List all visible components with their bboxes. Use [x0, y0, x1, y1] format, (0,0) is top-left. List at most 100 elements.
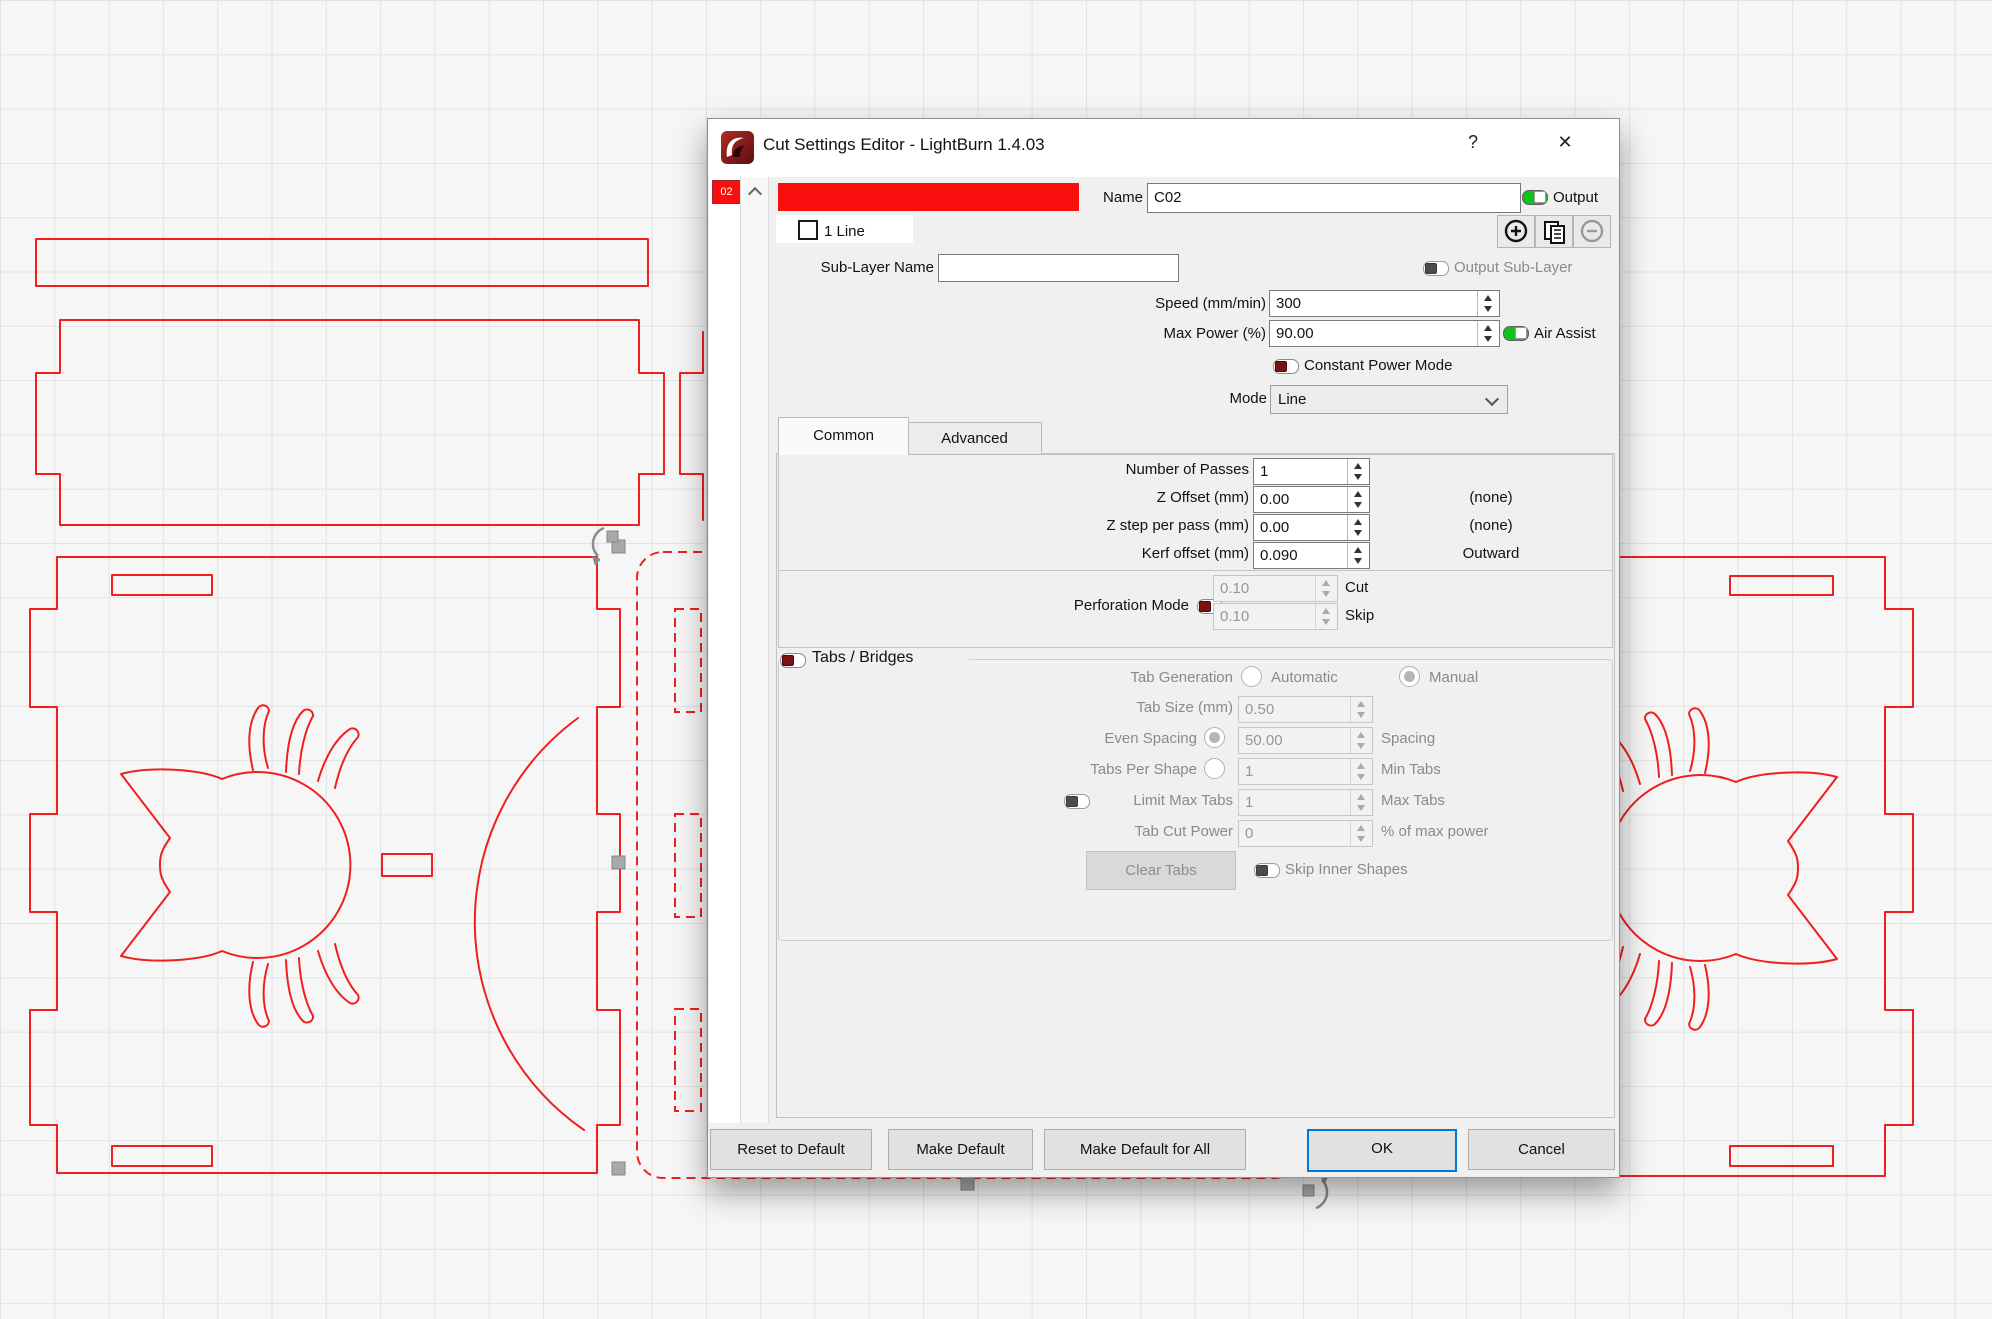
tab-generation-manual-radio[interactable]: [1399, 666, 1420, 687]
selection-slot-2: [674, 813, 702, 918]
name-input[interactable]: C02: [1147, 183, 1521, 213]
add-sublayer-button[interactable]: [1497, 215, 1535, 248]
copy-icon: [1544, 221, 1565, 244]
layer-color-bar[interactable]: [778, 183, 1079, 211]
spinner-arrows[interactable]: [1315, 604, 1337, 629]
help-button[interactable]: ?: [1467, 132, 1478, 152]
constant-power-label: Constant Power Mode: [1304, 357, 1453, 374]
plus-circle-icon: [1504, 219, 1528, 243]
air-assist-label: Air Assist: [1534, 325, 1596, 342]
remove-sublayer-button[interactable]: [1573, 215, 1611, 248]
spinner-arrows[interactable]: [1477, 321, 1499, 346]
reset-to-default-button[interactable]: Reset to Default: [710, 1129, 872, 1170]
sublayer-name-input[interactable]: [938, 254, 1179, 282]
rotate-handle-square-top: [606, 530, 619, 543]
perforation-cut-label: Cut: [1345, 579, 1369, 596]
speed-input[interactable]: 300: [1269, 290, 1500, 317]
perforation-skip-input[interactable]: 0.10: [1213, 603, 1338, 630]
selection-handle-mid-left: [611, 855, 626, 870]
selection-handle-bottom-mid: [960, 1176, 975, 1191]
tabs-bridges-toggle[interactable]: [780, 653, 806, 668]
sublayer-name-label: Sub-Layer Name: [820, 259, 934, 276]
layer-list-panel: [709, 177, 740, 1123]
cut-shape-side-panel-top: [35, 319, 665, 526]
layer-swatch-02[interactable]: 02: [712, 180, 741, 204]
limit-max-tabs-label: Limit Max Tabs: [1133, 792, 1233, 809]
circle-cutout-arc: [473, 717, 585, 1131]
chevron-down-icon: [1484, 391, 1500, 407]
manual-label: Manual: [1429, 669, 1479, 686]
make-default-button[interactable]: Make Default: [888, 1129, 1033, 1170]
selection-handles: [606, 530, 1315, 1197]
cat-face-cutout-left: [120, 768, 352, 962]
spinner-arrows[interactable]: [1347, 543, 1369, 568]
tab-cut-power-label: Tab Cut Power: [1134, 823, 1233, 840]
skip-inner-shapes-toggle[interactable]: [1254, 863, 1280, 878]
air-assist-toggle[interactable]: [1503, 326, 1529, 341]
z-offset-input[interactable]: 0.00: [1253, 486, 1370, 513]
spinner-arrows[interactable]: [1477, 291, 1499, 316]
mode-dropdown[interactable]: Line: [1270, 385, 1508, 414]
constant-power-toggle[interactable]: [1273, 359, 1299, 374]
spinner-arrows[interactable]: [1350, 697, 1372, 722]
z-offset-label: Z Offset (mm): [1156, 489, 1249, 506]
spacing-input[interactable]: 50.00: [1238, 727, 1373, 754]
output-sublayer-toggle[interactable]: [1423, 261, 1449, 276]
selection-slot-3: [674, 1008, 702, 1112]
duplicate-sublayer-button[interactable]: [1535, 215, 1573, 248]
dialog-title-bar[interactable]: Cut Settings Editor - LightBurn 1.4.03 ?…: [708, 119, 1619, 177]
close-button[interactable]: ✕: [1557, 132, 1573, 152]
max-tabs-input[interactable]: 1: [1238, 789, 1373, 816]
min-tabs-input[interactable]: 1: [1238, 758, 1373, 785]
spinner-arrows[interactable]: [1347, 515, 1369, 540]
tab-advanced[interactable]: Advanced: [907, 422, 1042, 455]
perforation-cut-input[interactable]: 0.10: [1213, 575, 1338, 602]
passes-input[interactable]: 1: [1253, 458, 1370, 485]
cat-face-cutout-right: [1606, 771, 1838, 965]
z-offset-note: (none): [1469, 489, 1513, 506]
tab-common[interactable]: Common: [778, 417, 909, 455]
output-sublayer-label: Output Sub-Layer: [1454, 259, 1573, 276]
kerf-input[interactable]: 0.090: [1253, 542, 1370, 569]
spinner-arrows[interactable]: [1315, 576, 1337, 601]
z-step-label: Z step per pass (mm): [1106, 517, 1249, 534]
even-spacing-radio[interactable]: [1204, 727, 1225, 748]
cancel-button[interactable]: Cancel: [1468, 1129, 1615, 1170]
spinner-arrows[interactable]: [1347, 459, 1369, 484]
clear-tabs-button[interactable]: Clear Tabs: [1086, 851, 1236, 890]
tabs-per-shape-radio[interactable]: [1204, 758, 1225, 779]
max-power-input[interactable]: 90.00: [1269, 320, 1500, 347]
output-toggle[interactable]: [1522, 190, 1548, 205]
z-step-input[interactable]: 0.00: [1253, 514, 1370, 541]
sublayer-checkbox[interactable]: [798, 220, 818, 240]
perforation-skip-label: Skip: [1345, 607, 1375, 624]
cat-whiskers-left-top: [248, 704, 360, 789]
layer-list-scrollbar[interactable]: [740, 177, 769, 1156]
sublayer-list[interactable]: 1 Line: [776, 215, 913, 243]
perforation-label: Perforation Mode: [1073, 597, 1189, 614]
make-default-for-all-button[interactable]: Make Default for All: [1044, 1129, 1246, 1170]
min-tabs-suffix: Min Tabs: [1381, 761, 1441, 778]
limit-max-tabs-toggle[interactable]: [1064, 794, 1090, 809]
rotate-handle-square-bottom: [1302, 1184, 1315, 1197]
spinner-arrows[interactable]: [1350, 759, 1372, 784]
tab-cut-power-input[interactable]: 0: [1238, 820, 1373, 847]
sublayer-item-label: 1 Line: [824, 223, 865, 240]
ok-button[interactable]: OK: [1307, 1129, 1457, 1172]
z-step-note: (none): [1469, 517, 1513, 534]
cut-settings-editor-dialog: Cut Settings Editor - LightBurn 1.4.03 ?…: [707, 118, 1620, 1178]
tab-size-input[interactable]: 0.50: [1238, 696, 1373, 723]
mode-label: Mode: [1229, 390, 1267, 407]
spinner-arrows[interactable]: [1347, 487, 1369, 512]
perforation-groupbox: [778, 570, 1613, 648]
spinner-arrows[interactable]: [1350, 821, 1372, 846]
kerf-label: Kerf offset (mm): [1141, 545, 1249, 562]
tab-generation-automatic-radio[interactable]: [1241, 666, 1262, 687]
spinner-arrows[interactable]: [1350, 790, 1372, 815]
left-panel-slot-top: [111, 574, 213, 596]
scroll-up-icon[interactable]: [747, 186, 763, 202]
tabs-per-shape-label: Tabs Per Shape: [1090, 761, 1197, 778]
right-panel-slot-top: [1729, 575, 1834, 596]
tab-generation-label: Tab Generation: [1130, 669, 1233, 686]
spinner-arrows[interactable]: [1350, 728, 1372, 753]
